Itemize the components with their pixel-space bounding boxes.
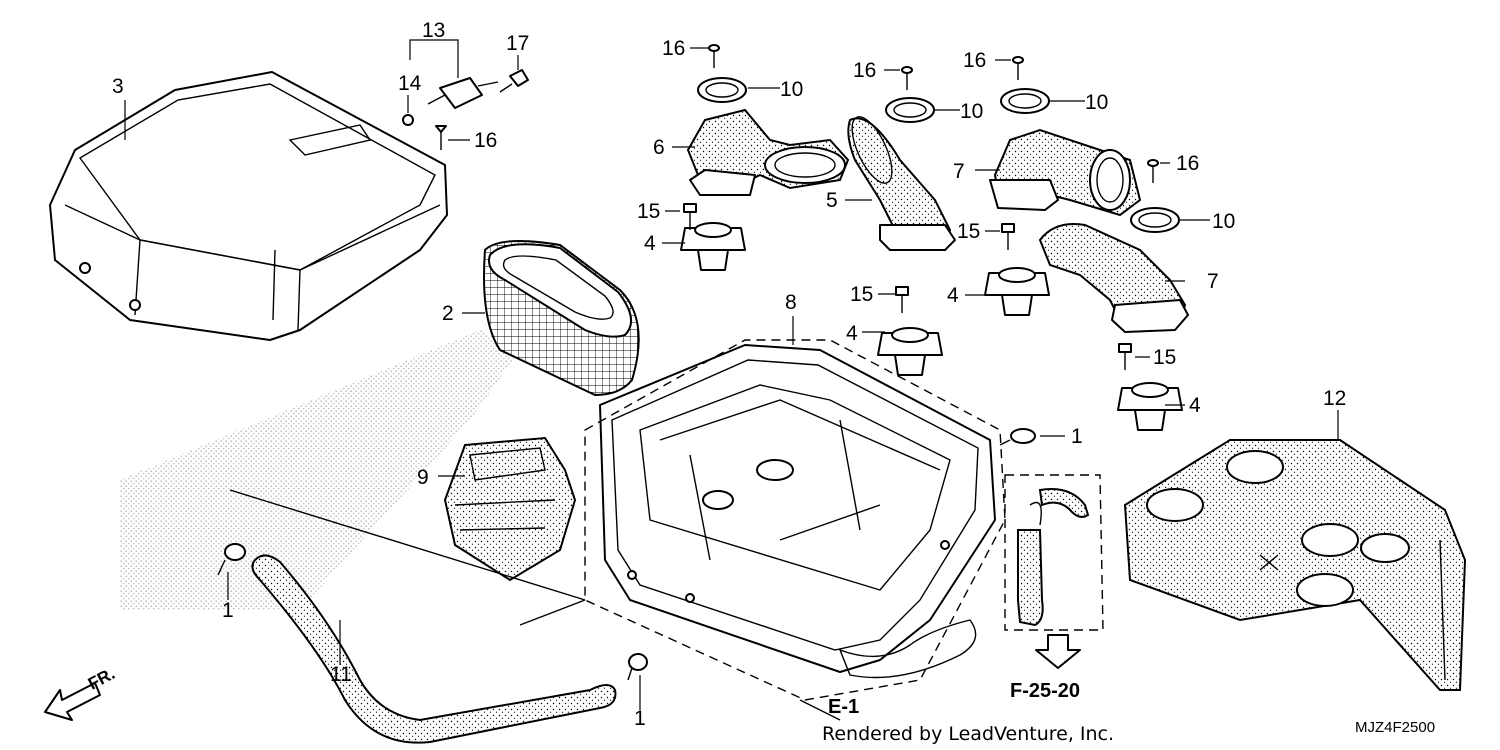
callout-16-b: 16 (662, 37, 685, 60)
reference-e1: E-1 (828, 696, 859, 718)
callout-6: 6 (653, 136, 665, 159)
callout-5: 5 (826, 189, 838, 212)
callout-16-a: 16 (474, 129, 497, 152)
leader-lines (124, 39, 1339, 710)
callout-16-c: 16 (853, 59, 876, 82)
front-arrow-icon (44, 682, 101, 721)
callout-7-a: 7 (953, 160, 965, 183)
callout-12: 12 (1323, 387, 1346, 410)
diagram-code: MJZ4F2500 (1355, 719, 1435, 736)
callout-15-d: 15 (1153, 346, 1176, 369)
watermark-shading (120, 330, 520, 610)
callout-1-a: 1 (222, 599, 234, 622)
part-7-intake-duct-upper (989, 128, 1142, 217)
part-3-air-cleaner-cover (49, 71, 448, 341)
callout-15-a: 15 (637, 200, 660, 223)
callout-10-c: 10 (1085, 91, 1108, 114)
part-4-insulators (680, 222, 1183, 431)
callout-10-d: 10 (1212, 210, 1235, 233)
callout-11: 11 (330, 663, 352, 686)
front-direction: FR. (44, 664, 118, 721)
callout-1-c: 1 (1071, 425, 1083, 448)
reference-f2520: F-25-20 (1010, 680, 1080, 702)
callout-4-a: 4 (644, 232, 656, 255)
callout-4-d: 4 (1189, 394, 1201, 417)
credit-text: Rendered by LeadVenture, Inc. (822, 723, 1114, 745)
part-6-intake-duct (686, 108, 850, 196)
callout-9: 9 (417, 466, 429, 489)
callout-labels: 3 13 17 14 16 16 16 16 16 10 10 10 10 6 … (112, 19, 1346, 730)
callout-16-e: 16 (1176, 152, 1199, 175)
part-1-clamps (217, 428, 1036, 681)
callout-16-d: 16 (963, 49, 986, 72)
drain-tube-box (1004, 474, 1104, 669)
part-12-heat-guard (1123, 439, 1467, 691)
part-13-sensor (402, 69, 529, 150)
callout-2: 2 (442, 302, 454, 325)
part-7-intake-duct-lower (1038, 223, 1189, 333)
callout-10-a: 10 (780, 78, 803, 101)
down-arrow-icon (1035, 634, 1081, 669)
part-10-band-clamps (697, 77, 1180, 233)
callout-17: 17 (506, 32, 529, 55)
callout-3: 3 (112, 75, 124, 98)
part-8-air-cleaner-case (599, 344, 996, 679)
callout-15-c: 15 (850, 283, 873, 306)
callout-14: 14 (398, 72, 422, 95)
parts-15-16-screws (683, 44, 1159, 370)
callout-15-b: 15 (957, 220, 980, 243)
callout-1-b: 1 (634, 707, 646, 730)
callout-4-c: 4 (846, 322, 858, 345)
part-9-funnel (443, 436, 577, 582)
callout-4-b: 4 (947, 284, 959, 307)
part-11-drain-hose (251, 554, 617, 744)
callout-10-b: 10 (960, 100, 983, 123)
part-2-air-filter (483, 240, 640, 397)
case-outline-dashed (229, 339, 1006, 721)
callout-13: 13 (422, 19, 445, 42)
callout-8: 8 (785, 291, 797, 314)
callout-7-b: 7 (1207, 270, 1219, 293)
part-5-intake-duct (847, 116, 956, 251)
